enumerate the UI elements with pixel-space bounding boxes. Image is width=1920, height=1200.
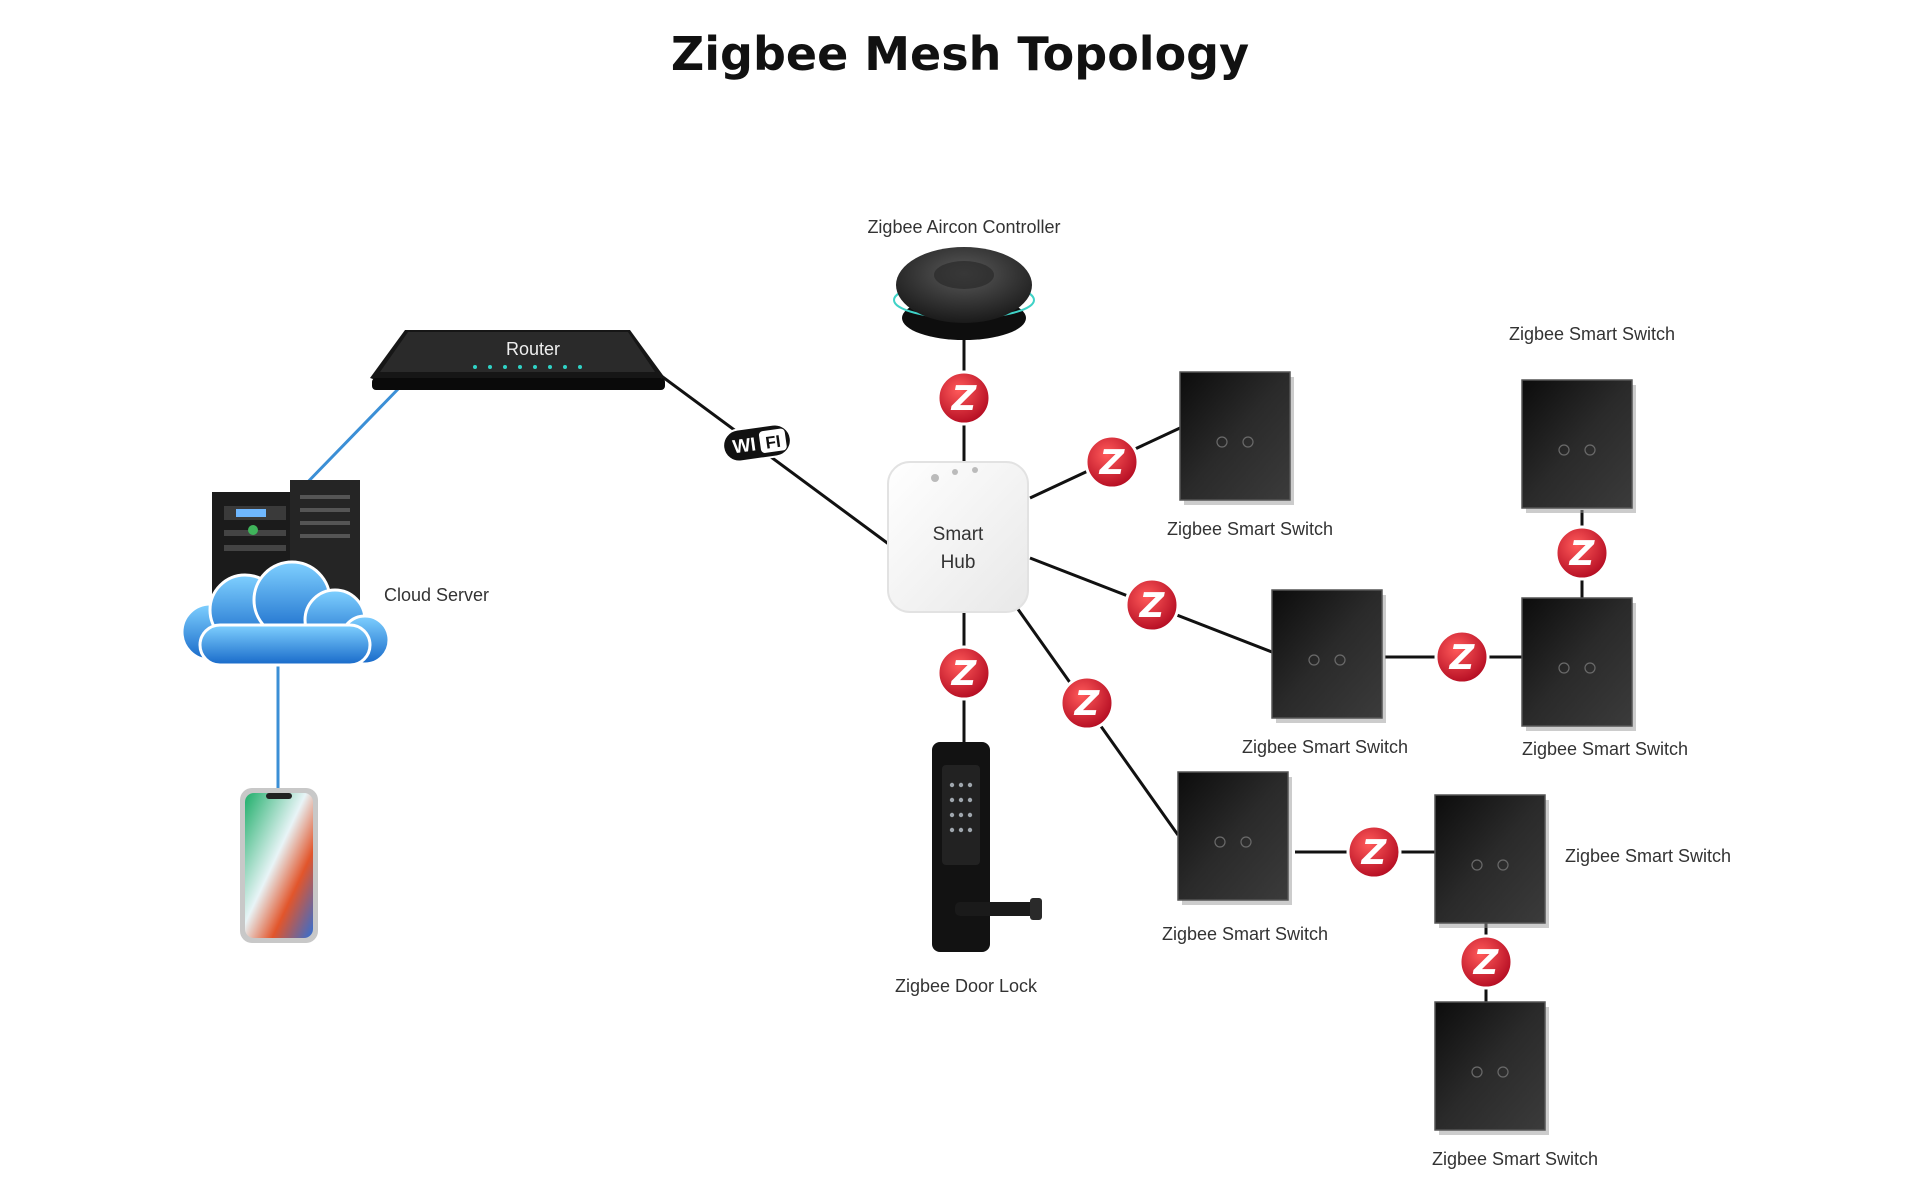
zigbee-badge: Z <box>1084 434 1140 490</box>
router-leds <box>473 365 582 369</box>
zigbee-badge-letter: Z <box>951 654 978 694</box>
router[interactable]: Router <box>370 330 665 390</box>
switch-button <box>1584 662 1596 674</box>
zigbee-badge-letter: Z <box>1569 534 1596 574</box>
switch-button <box>1471 859 1483 871</box>
aircon-controller[interactable]: Zigbee Aircon Controller <box>867 217 1061 340</box>
smartphone[interactable] <box>240 788 318 943</box>
phone-screen <box>245 793 313 938</box>
switch-panel <box>1434 794 1546 924</box>
switch-label: Zigbee Smart Switch <box>1432 1149 1598 1169</box>
switch-button <box>1471 1066 1483 1078</box>
smart-hub[interactable]: Smart Hub <box>887 461 1029 613</box>
switch-panel <box>1179 371 1291 501</box>
zigbee-badge: Z <box>1059 675 1115 731</box>
aircon-label: Zigbee Aircon Controller <box>867 217 1060 237</box>
link-router-hub <box>659 373 891 547</box>
cloud-server[interactable]: Cloud Server <box>180 480 489 667</box>
zigbee-badge: Z <box>936 370 992 426</box>
switch-panel <box>1177 771 1289 901</box>
smart-switch[interactable]: Zigbee Smart Switch <box>1167 371 1333 539</box>
switch-button <box>1242 436 1254 448</box>
zigbee-badge-circle <box>1434 629 1490 685</box>
lock-handle <box>955 902 1040 916</box>
door-lock-label: Zigbee Door Lock <box>895 976 1038 996</box>
switch-label: Zigbee Smart Switch <box>1167 519 1333 539</box>
lock-keypad <box>949 782 973 833</box>
zigbee-badge-circle <box>936 645 992 701</box>
switch-label: Zigbee Smart Switch <box>1522 739 1688 759</box>
hub-label-line1: Smart <box>933 524 984 545</box>
switch-label: Zigbee Smart Switch <box>1509 324 1675 344</box>
zigbee-badge-circle <box>1059 675 1115 731</box>
switch-panel <box>1521 379 1633 509</box>
zigbee-badge-circle <box>1346 824 1402 880</box>
zigbee-badge: Z <box>1554 525 1610 581</box>
hub-label-line2: Hub <box>941 552 976 573</box>
zigbee-badge-circle <box>1554 525 1610 581</box>
zigbee-badge: Z <box>1346 824 1402 880</box>
zigbee-badge-letter: Z <box>1361 833 1388 873</box>
smart-switch[interactable]: Zigbee Smart Switch <box>1242 589 1408 757</box>
zigbee-badges: Z Z Z Z Z Z Z Z Z <box>936 370 1610 990</box>
wifi-badge-fi-box <box>758 428 787 453</box>
wifi-badge-text-right: FI <box>764 432 782 453</box>
switch-button <box>1216 436 1228 448</box>
page-title: Zigbee Mesh Topology <box>671 27 1249 81</box>
switch-label: Zigbee Smart Switch <box>1565 846 1731 866</box>
smart-switch[interactable]: Zigbee Smart Switch <box>1434 794 1731 928</box>
router-base <box>372 378 665 390</box>
zigbee-badge-letter: Z <box>1449 638 1476 678</box>
hub-body <box>887 461 1029 613</box>
smart-switch[interactable]: Zigbee Smart Switch <box>1432 1001 1598 1169</box>
zigbee-badge: Z <box>1458 934 1514 990</box>
switch-panel <box>1521 597 1633 727</box>
zigbee-badge: Z <box>1124 577 1180 633</box>
cloud-icon <box>180 560 391 667</box>
switch-label: Zigbee Smart Switch <box>1162 924 1328 944</box>
zigbee-badge-letter: Z <box>1099 443 1126 483</box>
smart-switch[interactable]: Zigbee Smart Switch <box>1162 771 1328 944</box>
zigbee-badge: Z <box>1434 629 1490 685</box>
wifi-badge: WI FI <box>722 423 792 463</box>
link-router-cloud <box>298 383 404 492</box>
zigbee-badge-letter: Z <box>1074 684 1101 724</box>
smart-switch[interactable]: Zigbee Smart Switch <box>1521 597 1688 759</box>
switch-panel <box>1434 1001 1546 1131</box>
switch-button <box>1497 1066 1509 1078</box>
links <box>276 340 1584 1002</box>
zigbee-badge-circle <box>1084 434 1140 490</box>
door-lock[interactable]: Zigbee Door Lock <box>895 742 1042 996</box>
switch-button <box>1497 859 1509 871</box>
switch-button <box>1240 836 1252 848</box>
switch-button <box>1214 836 1226 848</box>
zigbee-badge: Z <box>936 645 992 701</box>
zigbee-badge-letter: Z <box>1139 586 1166 626</box>
switch-button <box>1584 444 1596 456</box>
switch-button <box>1308 654 1320 666</box>
router-top <box>380 332 655 372</box>
wifi-badge-text-left: WI <box>731 434 757 458</box>
phone-notch <box>266 793 292 799</box>
smart-switch[interactable]: Zigbee Smart Switch <box>1509 324 1675 513</box>
switch-button <box>1334 654 1346 666</box>
switch-label: Zigbee Smart Switch <box>1242 737 1408 757</box>
router-label: Router <box>506 339 560 359</box>
zigbee-badge-circle <box>1124 577 1180 633</box>
zigbee-badge-letter: Z <box>951 379 978 419</box>
switch-panel <box>1271 589 1383 719</box>
zigbee-badge-circle <box>936 370 992 426</box>
switch-button <box>1558 444 1570 456</box>
cloud-server-label: Cloud Server <box>384 585 489 605</box>
switch-button <box>1558 662 1570 674</box>
zigbee-badge-circle <box>1458 934 1514 990</box>
zigbee-badge-letter: Z <box>1473 943 1500 983</box>
